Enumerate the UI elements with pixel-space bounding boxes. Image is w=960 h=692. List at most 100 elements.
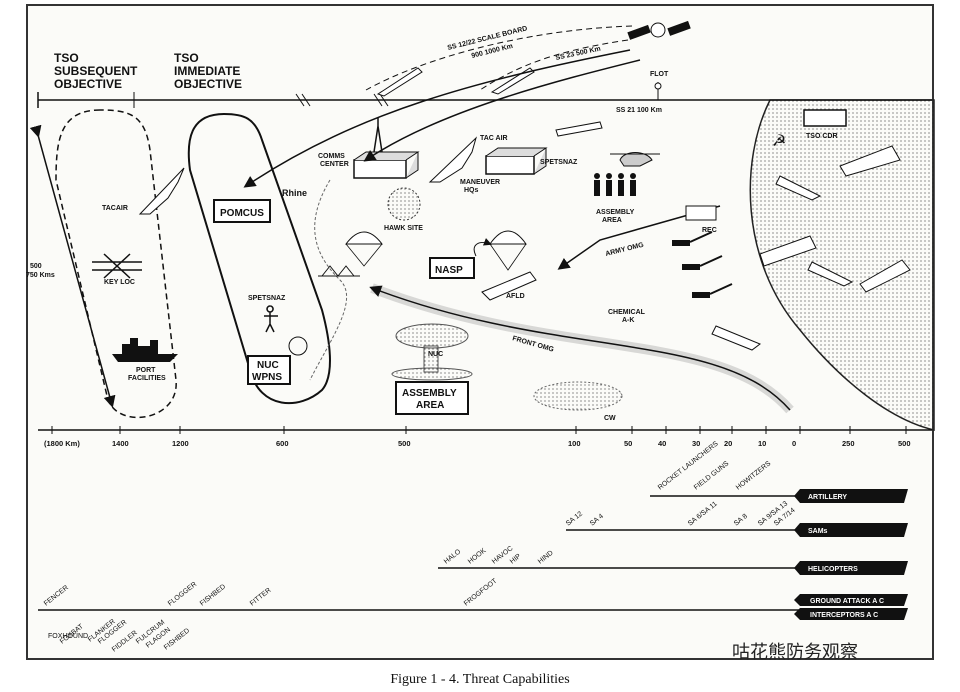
svg-text:Rhine: Rhine — [282, 188, 307, 198]
tso-cdr-building — [803, 109, 847, 127]
svg-text:SAMs: SAMs — [808, 528, 828, 535]
svg-text:FROGFOOT: FROGFOOT — [463, 577, 499, 607]
svg-text:AREA: AREA — [416, 400, 444, 411]
scale-tick-label: 50 — [624, 439, 632, 448]
svg-text:INTERCEPTORS A C: INTERCEPTORS A C — [810, 612, 878, 619]
svg-text:NUC: NUC — [257, 360, 279, 371]
depth-arrow — [29, 124, 116, 408]
parachute-icon-2 — [489, 230, 527, 271]
svg-text:SA 4: SA 4 — [589, 513, 605, 528]
svg-text:FIELD GUNS: FIELD GUNS — [693, 460, 731, 492]
svg-text:OBJECTIVE: OBJECTIVE — [54, 77, 122, 91]
nuc-wpns-box — [247, 355, 291, 385]
svg-text:FITTER: FITTER — [249, 587, 273, 608]
scale-tick-label: 250 — [842, 439, 855, 448]
svg-text:HOWITZERS: HOWITZERS — [735, 460, 773, 492]
scale-tick-label: 0 — [792, 439, 796, 448]
svg-text:FENCER: FENCER — [43, 584, 70, 607]
scale-tick-label: (1800 Km) — [44, 439, 80, 448]
sam-launcher-icon — [775, 175, 822, 201]
troops-icon — [594, 173, 636, 196]
svg-text:PORT: PORT — [136, 367, 156, 374]
spetsnaz-figure-icon — [264, 305, 278, 333]
svg-text:FISHBED: FISHBED — [199, 583, 227, 607]
nasp-box — [429, 257, 475, 279]
svg-text:750 Kms: 750 Kms — [26, 272, 55, 279]
helicopters-bar: HELICOPTERS — [794, 561, 908, 575]
svg-text:SS 12/22 SCALE BOARD: SS 12/22 SCALE BOARD — [447, 25, 528, 52]
svg-text:TSO CDR: TSO CDR — [806, 133, 838, 140]
flot-marker — [654, 82, 662, 90]
satellite-icon — [627, 20, 691, 40]
radio-tower-icon — [373, 118, 383, 153]
afld-runway-icon — [481, 271, 537, 301]
tac-air-aircraft-icon — [428, 136, 477, 183]
tso-subsequent-objective: TSO SUBSEQUENT OBJECTIVE — [54, 51, 138, 91]
svg-text:FLOGGER: FLOGGER — [167, 581, 198, 608]
river — [309, 179, 348, 381]
figure-caption: Figure 1 - 4. Threat Capabilities — [390, 672, 570, 687]
svg-text:A-K: A-K — [622, 317, 634, 324]
svg-text:SS 23 500 Km: SS 23 500 Km — [555, 46, 601, 62]
svg-text:HALO: HALO — [443, 548, 463, 566]
svg-text:ASSEMBLY: ASSEMBLY — [402, 388, 457, 399]
svg-text:SA 6/SA 11: SA 6/SA 11 — [687, 501, 719, 528]
svg-text:SPETSNAZ: SPETSNAZ — [248, 295, 286, 302]
maneuver-hqs-building — [485, 155, 535, 175]
svg-text:ROCKET LAUNCHERS: ROCKET LAUNCHERS — [657, 440, 720, 491]
assembly-area-box — [395, 381, 469, 415]
scale-tick-label: 40 — [658, 439, 666, 448]
sam-launcher-icon-3 — [711, 325, 762, 351]
svg-text:CENTER: CENTER — [320, 161, 349, 168]
scale-tick-label: 100 — [568, 439, 581, 448]
svg-text:SA 8: SA 8 — [733, 513, 749, 528]
svg-text:REC: REC — [702, 227, 717, 234]
tacair-aircraft-icon — [138, 167, 185, 215]
scale-tick-label: 500 — [898, 439, 911, 448]
weapon-ranges — [38, 495, 800, 611]
sams-bar: SAMs — [794, 523, 908, 537]
svg-text:FLOT: FLOT — [650, 71, 669, 78]
attack-arrow-tac — [363, 59, 641, 162]
scale-tick-label: 600 — [276, 439, 289, 448]
svg-text:SS 21 100 Km: SS 21 100 Km — [616, 107, 662, 114]
svg-text:HIND: HIND — [537, 550, 555, 566]
svg-text:SUBSEQUENT: SUBSEQUENT — [54, 64, 138, 78]
svg-text:TSO: TSO — [54, 51, 79, 65]
scale-tick-label: 1200 — [172, 439, 189, 448]
svg-text:GROUND ATTACK A C: GROUND ATTACK A C — [810, 598, 884, 605]
svg-text:KEY LOC: KEY LOC — [104, 279, 135, 286]
svg-text:TAC AIR: TAC AIR — [480, 135, 508, 142]
svg-text:CHEMICAL: CHEMICAL — [608, 309, 646, 316]
helicopter-icon — [610, 152, 660, 167]
svg-text:CW: CW — [604, 415, 616, 422]
svg-text:NUC: NUC — [428, 351, 443, 358]
svg-text:HOOK: HOOK — [467, 547, 488, 565]
svg-text:HAWK SITE: HAWK SITE — [384, 225, 423, 232]
scale-tick-label: 10 — [758, 439, 766, 448]
scale-tick-label: 1400 — [112, 439, 129, 448]
immediate-objective-oval — [187, 112, 331, 404]
soviet-arrow-3 — [859, 259, 911, 293]
svg-text:HQs: HQs — [464, 187, 479, 194]
soviet-region — [749, 99, 935, 431]
hawk-site-icon — [387, 187, 421, 221]
parachute-icon — [344, 231, 384, 267]
ss23-missile-path — [479, 39, 629, 91]
atom-icon — [288, 336, 308, 356]
svg-text:IMMEDIATE: IMMEDIATE — [174, 64, 240, 78]
svg-text:COMMS: COMMS — [318, 153, 345, 160]
bridge-icon — [318, 265, 360, 277]
svg-text:AFLD: AFLD — [506, 293, 525, 300]
svg-text:TACAIR: TACAIR — [102, 205, 128, 212]
army-omg-arrow — [557, 205, 721, 270]
soviet-arrow-1 — [839, 145, 901, 177]
subsequent-objective-oval — [55, 109, 177, 419]
svg-text:NASP: NASP — [435, 265, 463, 276]
svg-text:AREA: AREA — [602, 217, 622, 224]
chemical-cloud-icon — [533, 381, 623, 411]
pomcus-box — [213, 199, 271, 223]
svg-text:HIP: HIP — [509, 553, 523, 566]
